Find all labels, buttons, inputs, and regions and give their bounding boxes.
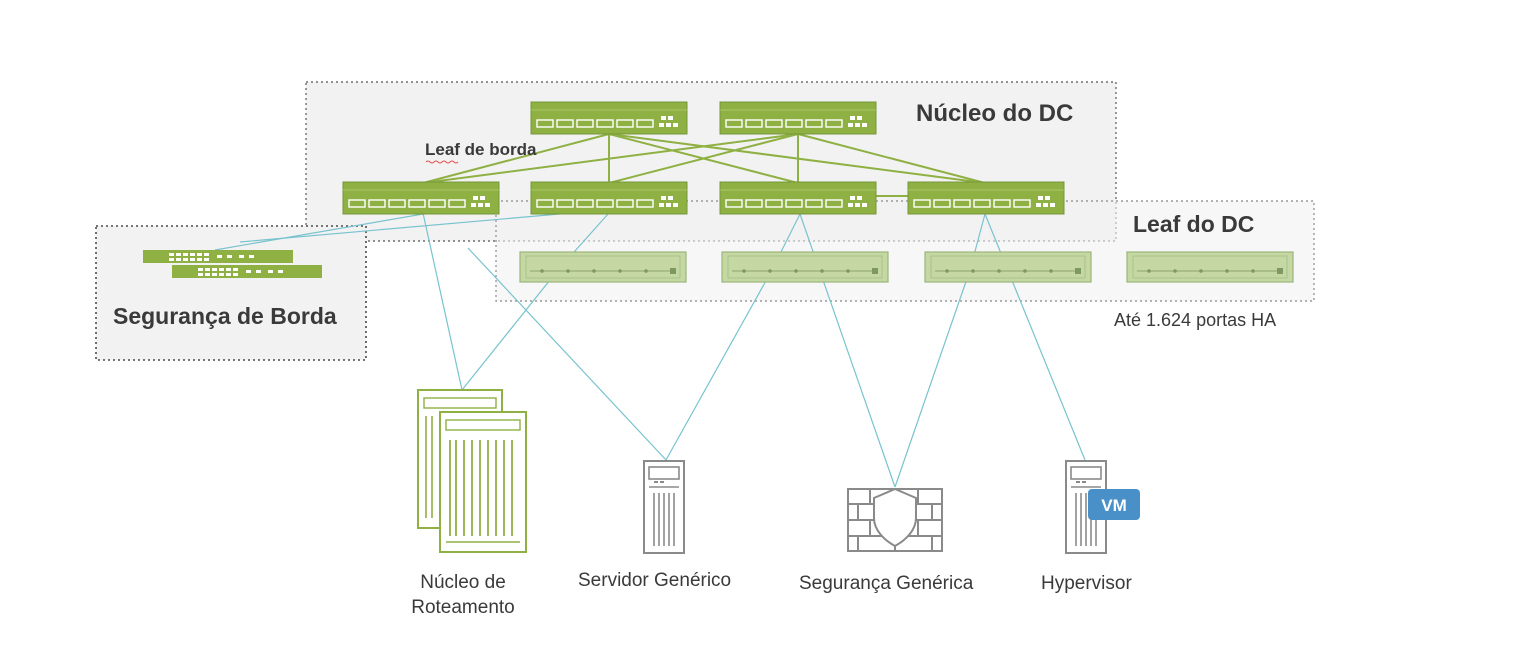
core-dc-label: Núcleo do DC <box>916 100 1074 127</box>
generic-security-label: Segurança Genérica <box>799 573 974 594</box>
vm-badge <box>1088 489 1140 520</box>
access-links <box>214 209 1086 488</box>
spellcheck-underline <box>425 160 459 164</box>
core-routing-label: Núcleo de Roteamento <box>404 570 522 620</box>
router-chassis-icon <box>417 389 527 553</box>
core-links <box>422 133 986 197</box>
leaf-switch-green-4 <box>907 181 1065 215</box>
core-routing-label-line2: Roteamento <box>411 597 515 618</box>
dc-leaf-switch-3 <box>924 251 1092 283</box>
border-leaf-switch-2 <box>530 181 688 215</box>
hypervisor-label: Hypervisor <box>1041 573 1132 594</box>
dc-leaf-switch-1 <box>519 251 687 283</box>
leaf-switch-green-3 <box>719 181 877 215</box>
leaf-dc-area <box>495 200 1315 302</box>
border-security-switch-2 <box>172 265 322 278</box>
border-security-label: Segurança de Borda <box>113 303 337 329</box>
server-icon <box>643 460 685 554</box>
leaf-dc-label: Leaf do DC <box>1133 211 1255 237</box>
core-routing-label-line1: Núcleo de <box>420 572 506 593</box>
dc-leaf-switch-4 <box>1126 251 1294 283</box>
generic-server-label: Servidor Genérico <box>578 570 732 591</box>
core-switch-1 <box>530 101 688 135</box>
core-switch-2 <box>719 101 877 135</box>
border-security-switch-1 <box>143 250 293 263</box>
border-security-area <box>95 225 367 361</box>
vm-label: VM <box>1101 496 1127 515</box>
border-leaf-switch-1 <box>342 181 500 215</box>
dc-leaf-switch-2 <box>721 251 889 283</box>
firewall-shield-icon <box>847 487 943 552</box>
ports-label: Até 1.624 portas HA <box>1114 310 1277 330</box>
border-leaf-label: Leaf de borda <box>425 140 537 159</box>
